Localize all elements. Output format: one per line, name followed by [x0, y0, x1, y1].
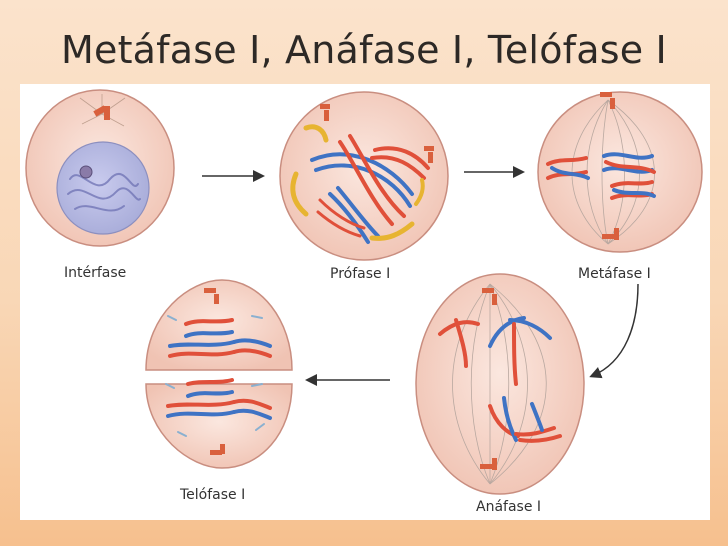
meiosis-diagram: Intérfase: [25, 89, 703, 515]
slide-title: Metáfase I, Anáfase I, Telófase I: [61, 28, 667, 72]
interphase-cell: [25, 89, 175, 247]
metaphase-cell: [537, 91, 703, 253]
label-interphase: Intérfase: [64, 265, 126, 281]
centrosome-icon: [320, 104, 434, 163]
label-telophase: Telófase I: [179, 487, 245, 503]
label-metaphase: Metáfase I: [578, 266, 651, 282]
nucleolus: [79, 165, 93, 179]
nucleus: [56, 141, 150, 235]
arrow-3: [589, 283, 639, 379]
centrosome-icon: [204, 288, 225, 455]
prophase-cell: [279, 91, 449, 261]
telophase-cell: [145, 279, 293, 469]
diagram-panel: Intérfase: [20, 84, 710, 520]
centrosome-icon: [600, 92, 619, 240]
centrosome-icon: [480, 288, 497, 470]
label-prophase: Prófase I: [330, 266, 390, 282]
anaphase-cell: [415, 273, 585, 495]
centrosome-icon: [79, 94, 126, 127]
label-anaphase: Anáfase I: [476, 499, 541, 515]
